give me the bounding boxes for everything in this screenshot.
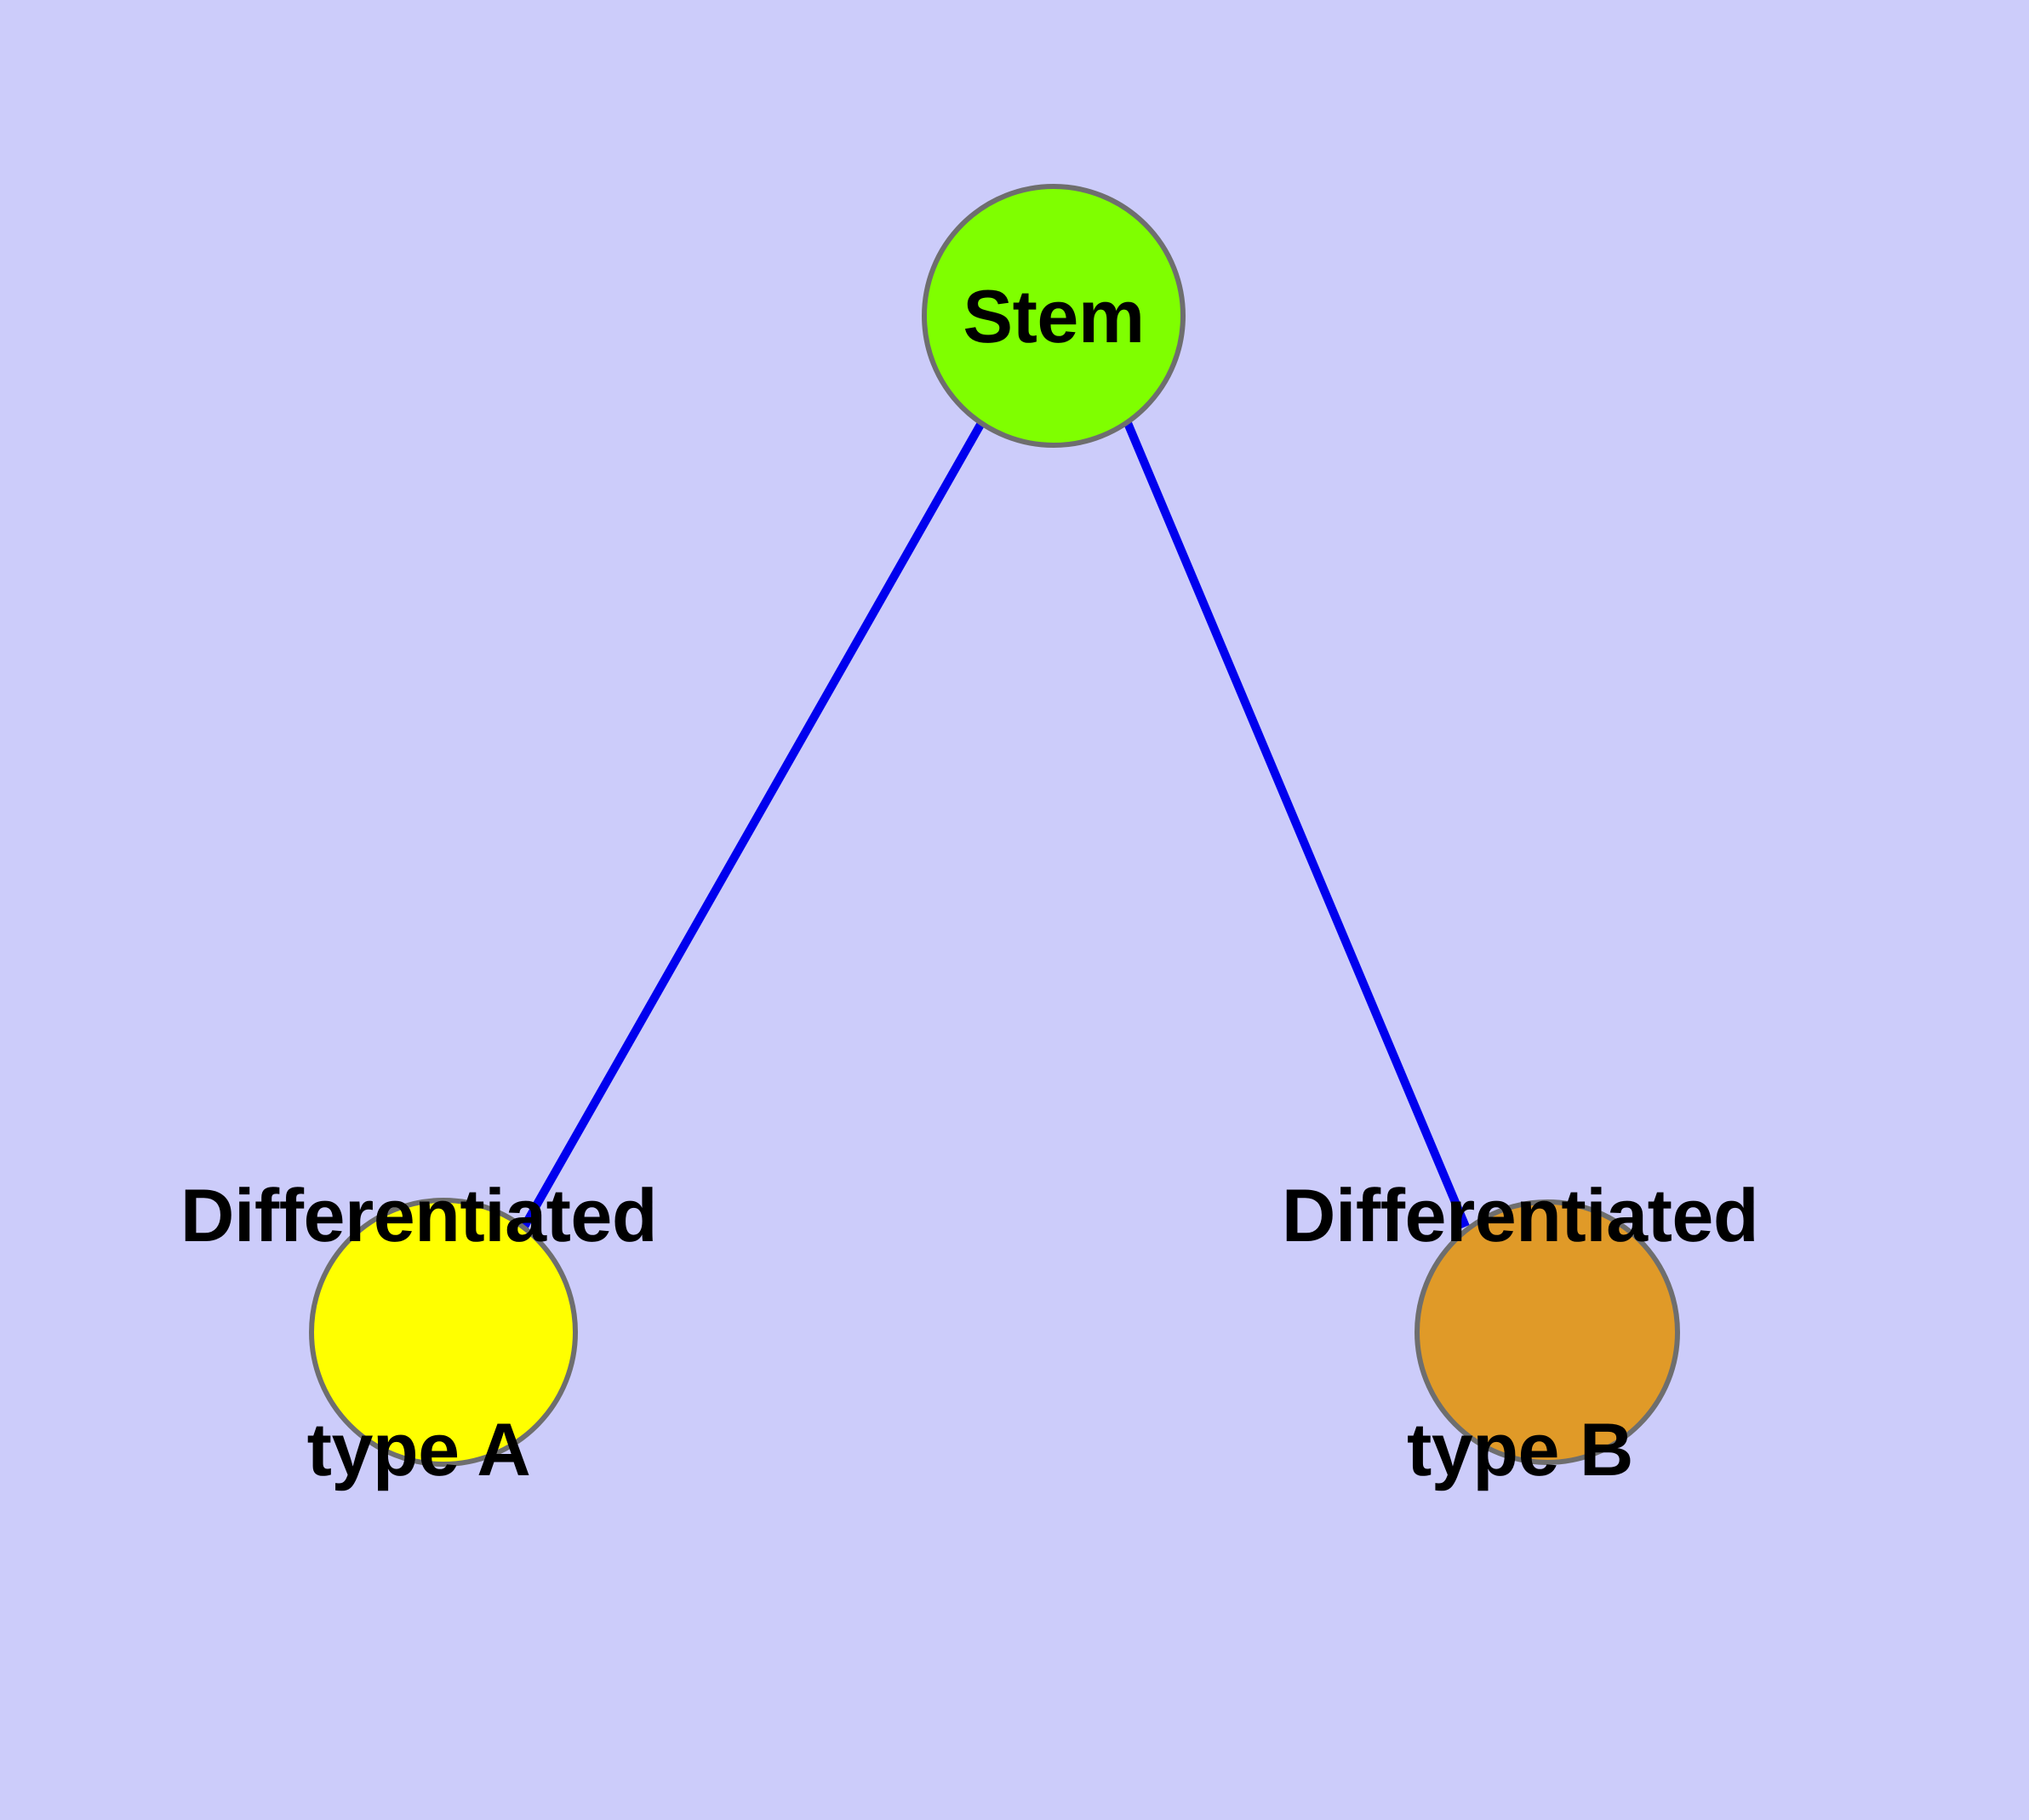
edge-stem-to-differentiated-type-a[interactable] xyxy=(520,421,986,1229)
node-stem[interactable] xyxy=(922,184,1186,448)
node-layer xyxy=(309,184,1680,1467)
edge-stem-to-differentiated-type-b[interactable] xyxy=(1123,421,1470,1228)
edge-layer xyxy=(520,421,1470,1229)
node-differentiated-type-b[interactable] xyxy=(1415,1199,1680,1465)
node-differentiated-type-a[interactable] xyxy=(309,1198,578,1467)
